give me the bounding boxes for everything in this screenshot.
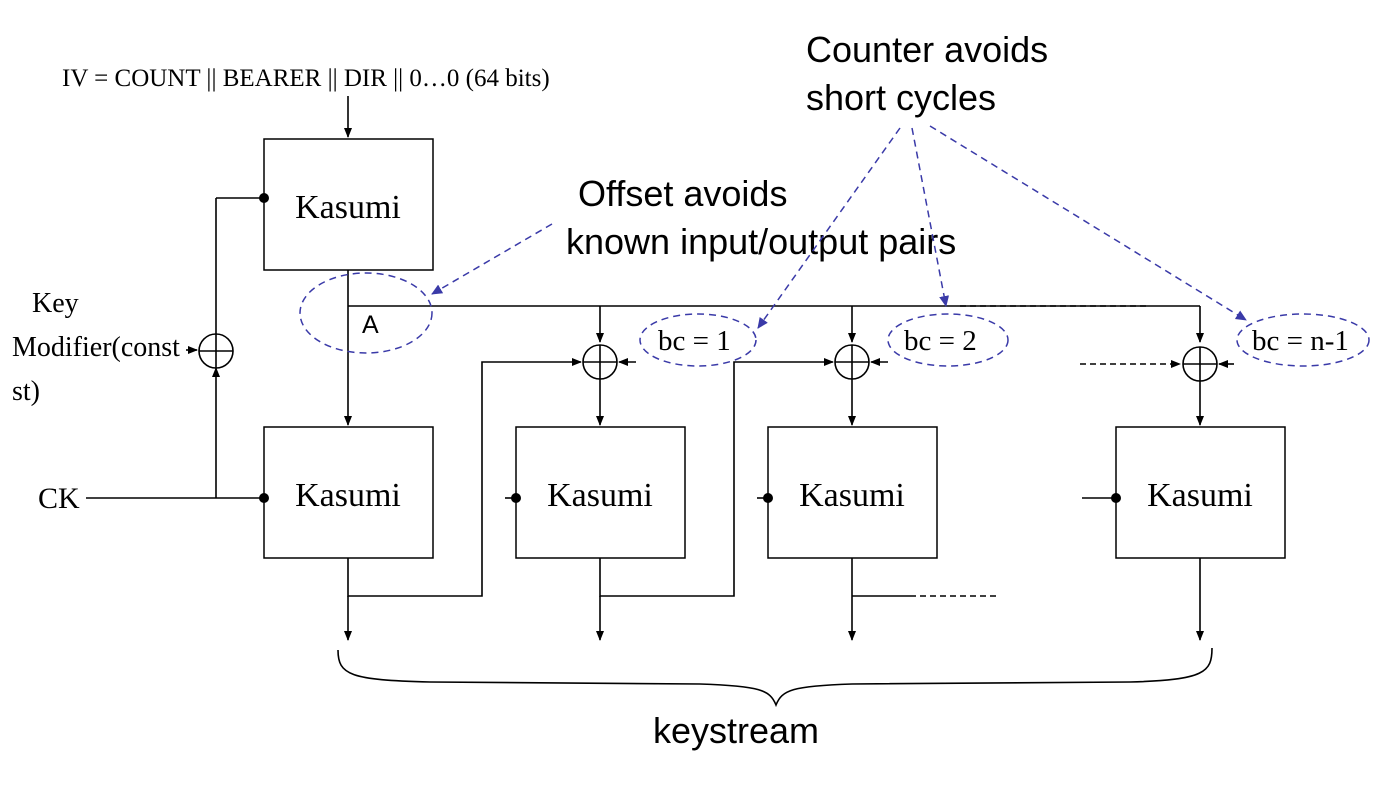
- kasumi-top-label: Kasumi: [295, 189, 401, 226]
- key-path: [86, 193, 269, 503]
- keystream-label: keystream: [653, 710, 819, 751]
- keystream-brace: [337, 647, 1213, 708]
- kasumi-block-3-label: Kasumi: [799, 477, 905, 514]
- offset-note: Offset avoids known input/output pairs: [566, 173, 956, 262]
- kasumi-top: Kasumi: [263, 138, 434, 271]
- kasumi-block-2-label: Kasumi: [547, 477, 653, 514]
- a-label: A: [362, 311, 379, 339]
- counter-bc-2: bc = 2: [904, 325, 977, 357]
- kasumi-block-n-label: Kasumi: [1147, 477, 1253, 514]
- xor-n: [1182, 346, 1218, 382]
- ck-label: CK: [38, 482, 80, 515]
- counter-note: Counter avoids short cycles: [806, 29, 1058, 118]
- xor-key-modifier: [198, 333, 234, 369]
- counter-note-line-2: short cycles: [806, 77, 996, 118]
- kasumi-block-1-label: Kasumi: [295, 477, 401, 514]
- counter-note-line-1: Counter avoids: [806, 29, 1048, 70]
- key-modifier-line-1: Key: [32, 288, 79, 319]
- kasumi-block-n: Kasumi: [1115, 426, 1286, 559]
- offset-ellipse: [299, 272, 433, 354]
- counter-bc-n: bc = n-1: [1252, 325, 1349, 357]
- key-modifier-label: Key Modifier(const st): [12, 288, 187, 407]
- key-modifier-line-3: st): [12, 376, 40, 407]
- kasumi-block-1: Kasumi: [263, 426, 434, 559]
- kasumi-block-3: Kasumi: [767, 426, 938, 559]
- xor-1: [582, 344, 618, 380]
- kasumi-block-2: Kasumi: [515, 426, 686, 559]
- offset-note-line-2: known input/output pairs: [566, 221, 956, 262]
- iv-label: IV = COUNT || BEARER || DIR || 0…0 (64 b…: [62, 65, 550, 92]
- xor-2: [834, 344, 870, 380]
- offset-note-line-1: Offset avoids: [578, 173, 787, 214]
- counter-bc-1: bc = 1: [658, 325, 731, 357]
- key-modifier-line-2: Modifier(const: [12, 332, 180, 363]
